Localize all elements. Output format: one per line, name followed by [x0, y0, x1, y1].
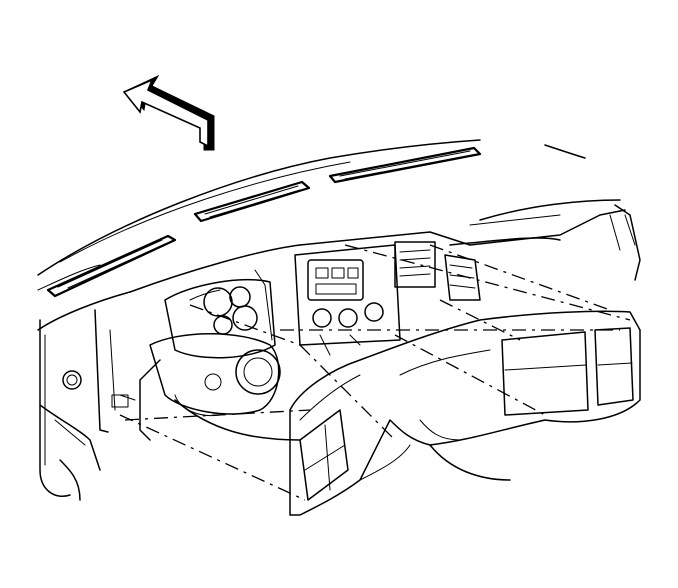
- gauge-icon: [229, 286, 251, 308]
- lower-console-outline: [174, 399, 511, 481]
- right-air-vent: [444, 254, 481, 301]
- defroster-vent-center: [193, 180, 311, 223]
- defroster-vent-left: [46, 234, 177, 298]
- direction-arrow: [122, 74, 215, 151]
- dash-top-panel: [37, 139, 621, 291]
- bezel-side-opening: [299, 409, 349, 501]
- center-control-stack: [294, 241, 481, 356]
- instrument-cluster: [164, 269, 276, 359]
- gauge-icon: [232, 305, 258, 331]
- steering-column: [119, 333, 281, 441]
- center-air-vent: [394, 241, 436, 288]
- ignition-switch-icon: [235, 349, 281, 395]
- defroster-vent-right: [328, 146, 482, 184]
- cluster-window-opening: [501, 331, 589, 416]
- climate-knob-icon: [338, 308, 358, 328]
- climate-knob-icon: [312, 308, 332, 328]
- cluster-window-opening-right: [594, 327, 634, 406]
- alignment-lines: [119, 244, 631, 501]
- windshield-defroster-vents: [46, 146, 482, 298]
- climate-knob-icon: [364, 302, 384, 322]
- radio-unit: [307, 259, 364, 301]
- instrument-panel-trim-bezel: [289, 310, 641, 516]
- gauge-icon: [203, 287, 233, 317]
- instrument-panel-carrier: [37, 204, 641, 501]
- speaker-grille-icon: [62, 370, 82, 390]
